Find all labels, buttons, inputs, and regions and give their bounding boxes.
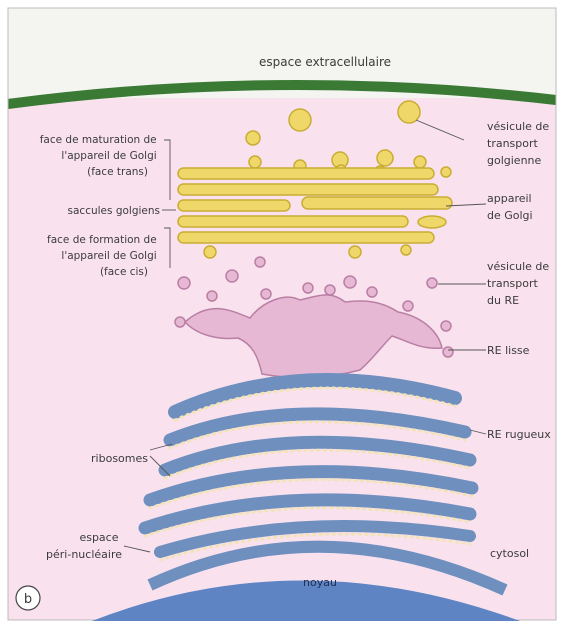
golgi-bud — [441, 167, 451, 177]
golgi-saccule — [178, 216, 408, 227]
label-nucleus: noyau — [303, 576, 337, 589]
golgi-vesicle — [398, 101, 420, 123]
golgi-vesicle — [246, 131, 260, 145]
golgi-vesicle — [414, 156, 426, 168]
er-vesicle — [344, 276, 356, 288]
er-vesicle — [427, 278, 437, 288]
golgi-vesicle — [289, 109, 311, 131]
golgi-saccule — [302, 197, 452, 209]
golgi-bud — [204, 246, 216, 258]
er-vesicle — [178, 277, 190, 289]
golgi-saccule — [178, 168, 434, 179]
er-vesicle — [255, 257, 265, 267]
golgi-saccule — [178, 200, 290, 211]
golgi-saccule-end — [418, 216, 446, 228]
golgi-saccule — [178, 184, 438, 195]
golgi-saccule — [178, 232, 434, 243]
golgi-vesicle — [377, 150, 393, 166]
golgi-bud — [349, 246, 361, 258]
er-vesicle — [226, 270, 238, 282]
label-extracellular: espace extracellulaire — [259, 55, 391, 69]
label-cytosol: cytosol — [490, 547, 529, 560]
golgi-cisternae — [178, 156, 452, 258]
label-saccules: saccules golgiens — [68, 205, 160, 217]
label-rough-er: RE rugueux — [487, 428, 551, 441]
label-smooth-er: RE lisse — [487, 344, 530, 357]
figure-label: b — [24, 592, 32, 607]
golgi-bud — [401, 245, 411, 255]
golgi-bud — [249, 156, 261, 168]
label-ribosomes: ribosomes — [91, 452, 148, 465]
